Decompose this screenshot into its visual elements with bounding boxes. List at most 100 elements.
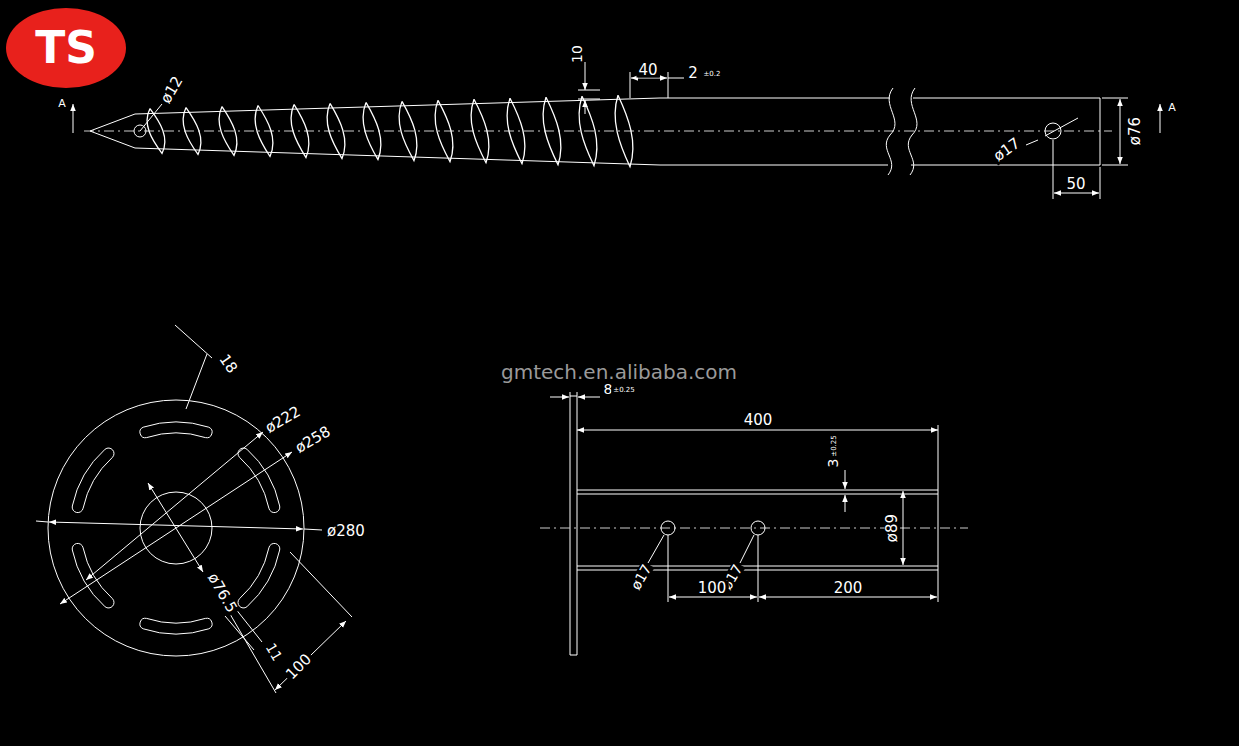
section-mark: A bbox=[1166, 102, 1178, 113]
dimension-label: 100 bbox=[282, 650, 316, 684]
dimension-label: ø76 bbox=[1128, 115, 1143, 147]
dimension-label: ø222 bbox=[261, 403, 305, 437]
section-arrow bbox=[73, 104, 74, 133]
flange-slot bbox=[140, 618, 212, 634]
dimension-label: ø17 bbox=[989, 135, 1024, 166]
dimension-line bbox=[585, 100, 586, 114]
dimension-label: 400 bbox=[742, 413, 775, 428]
logo-badge bbox=[6, 8, 126, 88]
dimension-line bbox=[585, 62, 586, 90]
extension-line bbox=[1102, 98, 1128, 99]
leader-line bbox=[1026, 140, 1038, 145]
line-work bbox=[6, 8, 1160, 693]
dimension-line bbox=[759, 597, 937, 598]
extension-line bbox=[175, 325, 212, 358]
flange-outline bbox=[48, 400, 304, 656]
extension-line bbox=[578, 99, 600, 100]
screw-thread bbox=[363, 102, 381, 159]
dimension-line bbox=[1120, 99, 1121, 164]
extension-line bbox=[1100, 167, 1101, 199]
dimension-line bbox=[60, 452, 292, 604]
screw-thread bbox=[399, 101, 417, 160]
extension-line bbox=[630, 72, 631, 98]
screw-thread bbox=[579, 96, 597, 166]
dimension-label: 200 bbox=[832, 581, 865, 596]
flange-slot bbox=[238, 448, 280, 513]
hole bbox=[661, 521, 675, 535]
dimension-label: 10 bbox=[570, 43, 584, 65]
center-line bbox=[540, 528, 968, 529]
dimension-line bbox=[1054, 193, 1099, 194]
screw-thread bbox=[507, 98, 525, 163]
dimension-line bbox=[148, 483, 203, 572]
hole bbox=[1045, 123, 1061, 139]
dimension-line bbox=[903, 491, 904, 565]
break-line bbox=[886, 88, 895, 175]
tolerance-label: ±0.2 bbox=[702, 71, 723, 78]
flange-slot bbox=[72, 543, 114, 608]
watermark: gmtech.en.alibaba.com bbox=[499, 362, 739, 382]
dimension-line bbox=[550, 397, 569, 398]
dimension-label: ø76.5 bbox=[204, 569, 240, 617]
pipe-body bbox=[660, 98, 1100, 165]
dimension-line bbox=[668, 78, 684, 79]
logo-text: TS bbox=[33, 26, 99, 70]
dimension-label: 40 bbox=[636, 63, 659, 78]
screw-thread bbox=[147, 109, 165, 154]
dimension-line bbox=[304, 529, 322, 530]
extension-line bbox=[1053, 140, 1054, 199]
screw-thread bbox=[255, 105, 273, 156]
break-line bbox=[908, 88, 917, 175]
flange-slot bbox=[140, 422, 212, 438]
extension-line bbox=[577, 392, 578, 396]
leader-line bbox=[1045, 118, 1078, 136]
screw-thread bbox=[615, 95, 633, 167]
screw-thread bbox=[183, 108, 201, 155]
dimension-label: 18 bbox=[215, 350, 241, 378]
dimension-label: ø17 bbox=[627, 560, 654, 593]
extension-line bbox=[668, 535, 669, 602]
dimension-line bbox=[577, 430, 938, 431]
flange-slot bbox=[238, 543, 280, 608]
tolerance-label: ±0.25 bbox=[831, 433, 838, 458]
dimension-line bbox=[669, 597, 757, 598]
extension-line bbox=[570, 392, 571, 396]
flange-slot bbox=[72, 448, 114, 513]
leader-line bbox=[648, 535, 664, 563]
dimension-label: 100 bbox=[696, 581, 729, 596]
dimension-label: ø89 bbox=[885, 512, 900, 544]
dimension-line bbox=[275, 621, 346, 690]
screw-thread bbox=[471, 99, 489, 162]
screw-thread bbox=[543, 97, 561, 164]
dimension-line bbox=[845, 470, 846, 489]
extension-line bbox=[758, 535, 759, 602]
screw-thread bbox=[219, 107, 237, 156]
base-plate bbox=[570, 396, 577, 655]
extension-line bbox=[1102, 165, 1128, 166]
leader-line bbox=[740, 535, 754, 563]
section-arrow bbox=[1160, 104, 1161, 133]
screw-thread bbox=[291, 104, 309, 157]
leader-line bbox=[140, 104, 162, 131]
dimension-label: 2 bbox=[686, 66, 700, 81]
dimension-line bbox=[36, 521, 48, 522]
dimension-label: 50 bbox=[1064, 177, 1087, 192]
dimension-label: ø258 bbox=[291, 423, 335, 457]
leader-line bbox=[186, 354, 207, 409]
screw-thread bbox=[327, 103, 345, 158]
section-mark: A bbox=[56, 98, 68, 109]
dimension-line bbox=[86, 432, 263, 580]
extension-line bbox=[668, 72, 669, 98]
hole bbox=[751, 521, 765, 535]
extension-line bbox=[938, 570, 939, 602]
dimension-label: ø280 bbox=[325, 524, 367, 539]
dimension-line bbox=[578, 397, 600, 398]
dimension-line bbox=[845, 495, 846, 512]
center-line bbox=[84, 131, 1112, 132]
dimension-label: 11 bbox=[262, 639, 285, 665]
extension-line bbox=[938, 425, 939, 490]
extension-line bbox=[578, 90, 600, 91]
dimension-line bbox=[631, 78, 667, 79]
tolerance-label: ±0.25 bbox=[611, 387, 636, 394]
